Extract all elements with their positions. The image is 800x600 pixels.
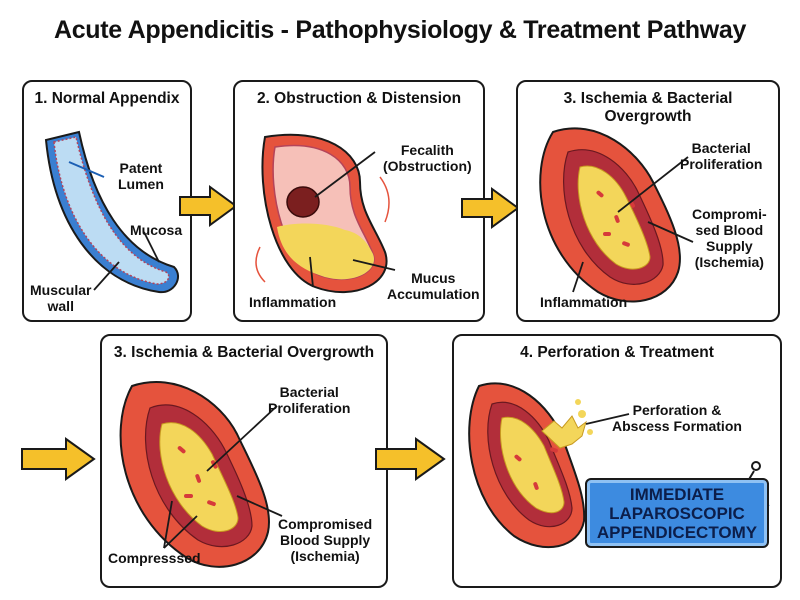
panel-obstruction: 2. Obstruction & Distension Fecalith (Ob… xyxy=(233,80,485,322)
normal-appendix-illustration xyxy=(44,130,179,294)
label-muscular-wall: Muscular wall xyxy=(30,282,92,314)
panel-title: 3. Ischemia & Bacterial Overgrowth xyxy=(113,344,375,361)
flow-arrow-3 xyxy=(21,437,96,481)
panel-title: 1. Normal Appendix xyxy=(34,90,180,107)
panel-title: 4. Perforation & Treatment xyxy=(520,344,714,361)
treatment-callout: IMMEDIATE LAPAROSCOPIC APPENDICECTOMY xyxy=(585,478,769,548)
label-mucus-accumulation: Mucus Accumulation xyxy=(387,270,480,302)
panel-title: 2. Obstruction & Distension xyxy=(256,90,462,107)
label-compromised-blood-supply: Compromised Blood Supply (Ischemia) xyxy=(278,516,373,564)
label-fecalith: Fecalith (Obstruction) xyxy=(383,142,472,174)
label-perforation-abscess: Perforation & Abscess Formation xyxy=(612,402,742,434)
perforation-illustration xyxy=(468,382,770,549)
panel-ischemia-top: 3. Ischemia & Bacterial Overgrowth Bacte… xyxy=(516,80,780,322)
label-mucosa: Mucosa xyxy=(130,222,183,238)
label-compressed: Compresssed xyxy=(108,550,201,566)
panel-title: 3. Ischemia & Bacterial Overgrowth xyxy=(563,90,733,125)
flow-arrow-4 xyxy=(375,437,446,481)
panel-perforation-treatment: 4. Perforation & Treatment Perforation &… xyxy=(452,334,782,588)
label-compromised-blood-supply: Compromi- sed Blood Supply (Ischemia) xyxy=(692,206,767,270)
ischemia-compressed-illustration xyxy=(119,381,283,568)
label-inflammation: Inflammation xyxy=(249,294,337,310)
label-bacterial-proliferation: Bacterial Proliferation xyxy=(268,384,351,416)
flow-arrow-1 xyxy=(179,185,238,227)
panel-ischemia-bottom: 3. Ischemia & Bacterial Overgrowth Bacte… xyxy=(100,334,388,588)
obstruction-illustration xyxy=(255,133,396,293)
flow-arrow-2 xyxy=(461,187,520,229)
label-patent-lumen: Patent Lumen xyxy=(118,160,164,192)
label-inflammation: Inflammation xyxy=(540,294,628,310)
label-bacterial-proliferation: Bacterial Proliferation xyxy=(680,140,763,172)
diagram-title: Acute Appendicitis - Pathophysiology & T… xyxy=(53,16,747,44)
panel-normal-appendix: 1. Normal Appendix Patent Lumen Mucosa M… xyxy=(22,80,192,322)
ischemia-illustration xyxy=(539,127,694,303)
